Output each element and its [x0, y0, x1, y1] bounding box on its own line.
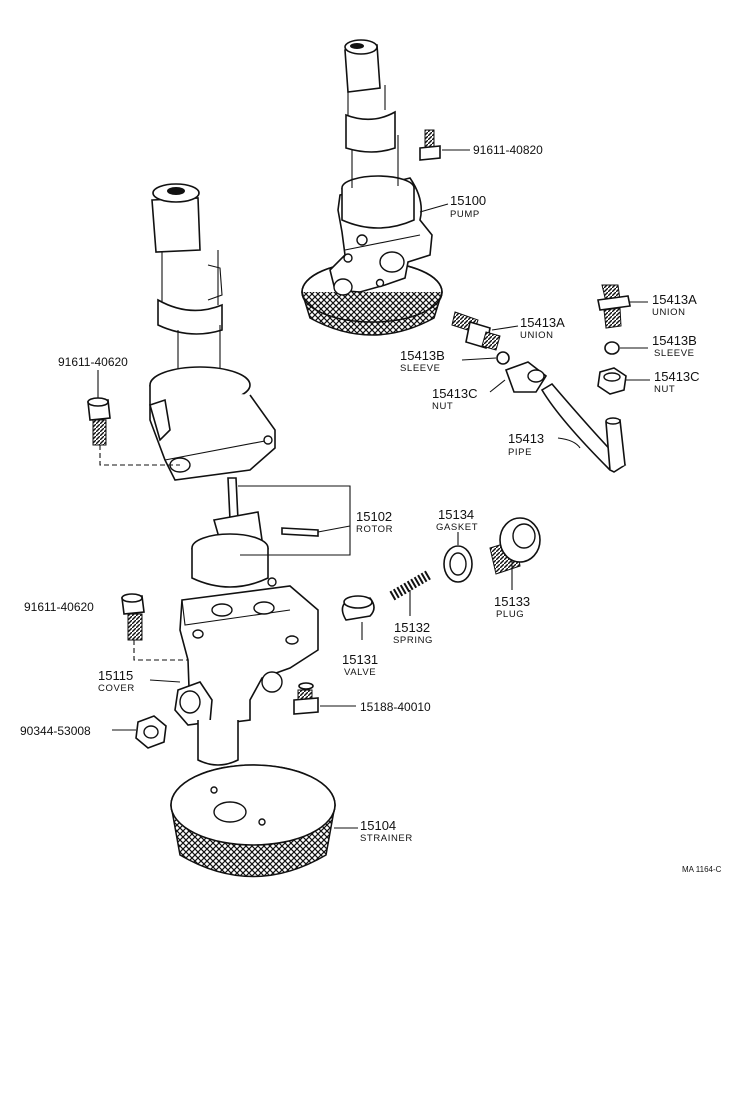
- label-rotor-number: 15102: [356, 509, 392, 524]
- label-rotor-name: ROTOR: [356, 524, 393, 535]
- exploded-pump-drawing: [87, 183, 541, 878]
- label-union-right-name: UNION: [652, 307, 686, 318]
- pipe-parts-drawing: [451, 284, 650, 473]
- reference-code: MA 1164-C: [682, 865, 722, 874]
- label-plug-name: PLUG: [496, 609, 524, 620]
- label-nut-mid-number: 15413C: [432, 386, 478, 401]
- label-union-mid-name: UNION: [520, 330, 554, 341]
- label-bolt-left-lower: 91611-40620: [24, 600, 94, 614]
- label-nut-mid-name: NUT: [432, 401, 453, 412]
- assembled-pump-drawing: [301, 39, 470, 336]
- label-nut-right-number: 15413C: [654, 369, 700, 384]
- label-sleeve-mid-number: 15413B: [400, 348, 445, 363]
- label-valve-number: 15131: [342, 652, 378, 667]
- label-sleeve-right-name: SLEEVE: [654, 348, 695, 359]
- label-bolt-left-upper: 91611-40620: [58, 355, 128, 369]
- label-strainer-number: 15104: [360, 818, 396, 833]
- label-nut-right-name: NUT: [654, 384, 675, 395]
- label-cover-number: 15115: [98, 668, 133, 683]
- label-nut-left: 90344-53008: [20, 724, 91, 738]
- label-valve-name: VALVE: [344, 667, 376, 678]
- labels: 91611-40820 15100 PUMP 15413A UNION 1541…: [20, 143, 722, 874]
- label-screw: 15188-40010: [360, 700, 431, 714]
- label-sleeve-mid-name: SLEEVE: [400, 363, 441, 374]
- label-spring-number: 15132: [394, 620, 430, 635]
- label-sleeve-right-number: 15413B: [652, 333, 697, 348]
- label-strainer-name: STRAINER: [360, 833, 413, 844]
- label-union-mid-number: 15413A: [520, 315, 565, 330]
- label-cover-name: COVER: [98, 683, 135, 694]
- label-pump-number: 15100: [450, 193, 486, 208]
- label-pipe-name: PIPE: [508, 447, 532, 458]
- label-union-right-number: 15413A: [652, 292, 697, 307]
- label-pipe-number: 15413: [508, 431, 544, 446]
- label-gasket-name: GASKET: [436, 522, 478, 533]
- label-gasket-number: 15134: [438, 507, 474, 522]
- label-pump-name: PUMP: [450, 209, 480, 220]
- label-plug-number: 15133: [494, 594, 530, 609]
- label-spring-name: SPRING: [393, 635, 433, 646]
- label-bolt-top: 91611-40820: [473, 143, 543, 157]
